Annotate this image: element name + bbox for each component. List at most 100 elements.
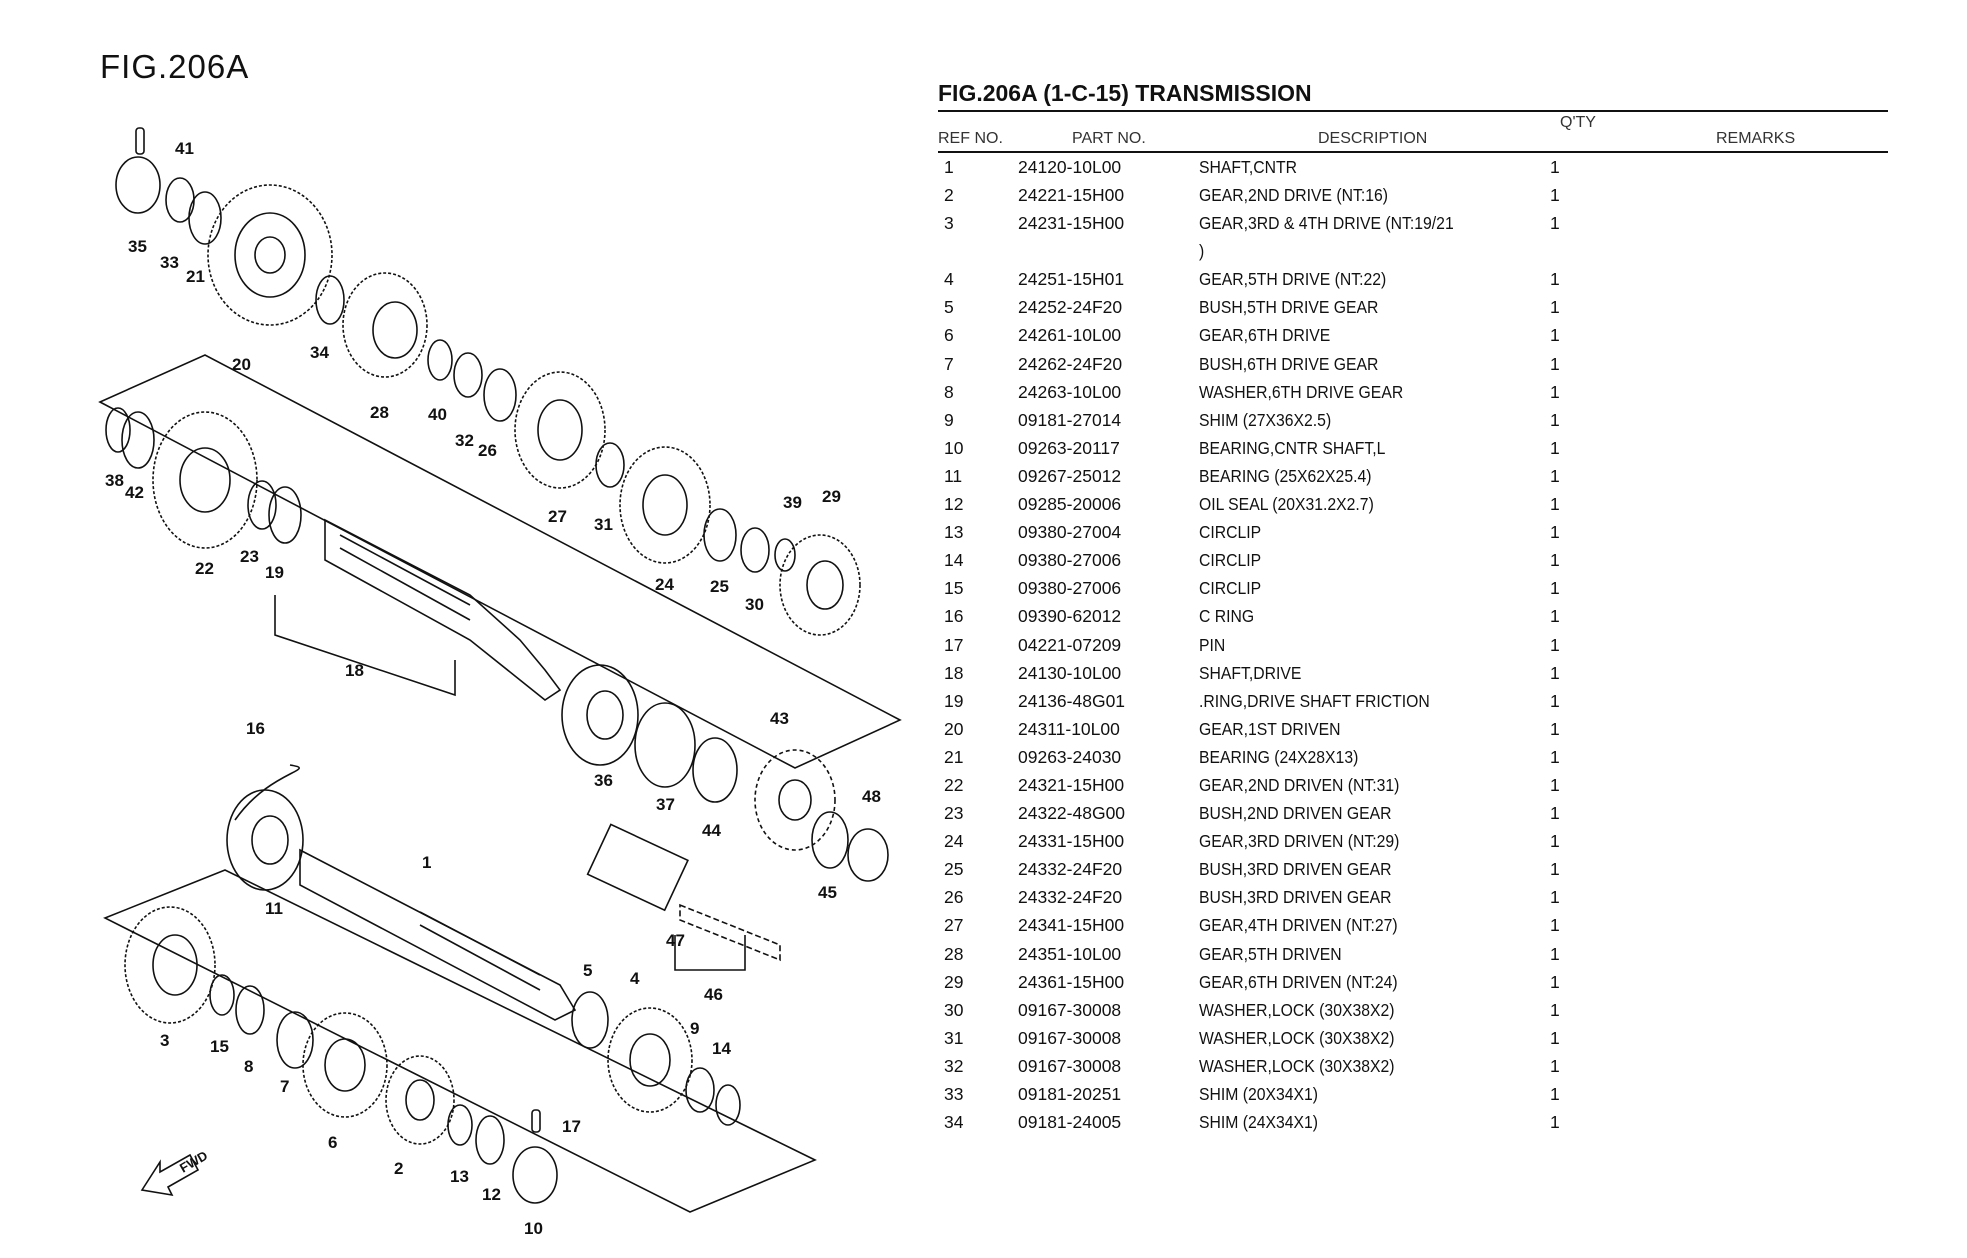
qty-cell: 1 bbox=[1550, 550, 1560, 571]
part-number-cell: 04221-07209 bbox=[1018, 634, 1122, 655]
description-cell: BUSH,3RD DRIVEN GEAR bbox=[1199, 859, 1392, 880]
circlip-part bbox=[105, 407, 131, 453]
drive-shaft-part bbox=[324, 518, 562, 701]
callout: 7 bbox=[280, 1077, 289, 1096]
callout: 35 bbox=[128, 237, 147, 256]
washer-part bbox=[740, 527, 770, 573]
callout: 31 bbox=[594, 515, 613, 534]
circlip-part bbox=[774, 538, 796, 572]
ref-cell: 8 bbox=[944, 381, 954, 402]
description-cell: GEAR,2ND DRIVE (NT:16) bbox=[1199, 185, 1389, 206]
callout: 5 bbox=[583, 961, 592, 980]
callout: 2 bbox=[394, 1159, 403, 1178]
description-cell: GEAR,1ST DRIVEN bbox=[1199, 718, 1341, 739]
description-cell: BEARING (24X28X13) bbox=[1199, 746, 1359, 767]
callout: 8 bbox=[244, 1057, 253, 1076]
qty-cell: 1 bbox=[1550, 381, 1560, 402]
ref-cell: 6 bbox=[944, 325, 954, 346]
qty-cell: 1 bbox=[1550, 606, 1560, 627]
bush-part bbox=[703, 508, 737, 562]
callout: 28 bbox=[370, 403, 389, 422]
part-number-cell: 24321-15H00 bbox=[1018, 774, 1125, 795]
header-ref: REF NO. bbox=[938, 130, 1003, 147]
exploded-parts-diagram: FWD 41 35 33 21 20 34 28 40 32 26 38 42 … bbox=[98, 127, 902, 1238]
part-number-cell: 09167-30008 bbox=[1018, 1055, 1122, 1076]
description-cell: SHIM (27X36X2.5) bbox=[1199, 409, 1332, 430]
qty-cell: 1 bbox=[1550, 1027, 1560, 1048]
callout: 40 bbox=[428, 405, 447, 424]
part-number-cell: 24351-10L00 bbox=[1018, 943, 1122, 964]
part-number-cell: 24331-15H00 bbox=[1018, 831, 1125, 852]
qty-cell: 1 bbox=[1550, 690, 1560, 711]
bearing-part bbox=[512, 1146, 558, 1204]
description-cell: OIL SEAL (20X31.2X2.7) bbox=[1199, 494, 1374, 515]
callout: 11 bbox=[265, 899, 283, 918]
header-part: PART NO. bbox=[1072, 130, 1146, 147]
qty-cell: 1 bbox=[1550, 1112, 1560, 1133]
ref-cell: 33 bbox=[944, 1084, 964, 1104]
description-cell: WASHER,LOCK (30X38X2) bbox=[1199, 999, 1395, 1020]
ref-cell: 21 bbox=[944, 746, 964, 767]
callout: 13 bbox=[450, 1167, 469, 1186]
part-number-cell: 24252-24F20 bbox=[1018, 297, 1123, 318]
description-cell: CIRCLIP bbox=[1199, 522, 1262, 543]
description-cell: BUSH,5TH DRIVE GEAR bbox=[1199, 297, 1379, 318]
qty-cell: 1 bbox=[1550, 915, 1560, 936]
fwd-label: FWD bbox=[177, 1148, 210, 1176]
part-number-cell: 24261-10L00 bbox=[1018, 325, 1122, 346]
callout: 26 bbox=[478, 441, 497, 460]
qty-cell: 1 bbox=[1550, 943, 1560, 964]
circlip-part bbox=[427, 339, 453, 381]
qty-cell: 1 bbox=[1550, 1055, 1560, 1076]
qty-cell: 1 bbox=[1550, 185, 1560, 206]
callout: 10 bbox=[524, 1219, 543, 1238]
part-number-cell: 24341-15H00 bbox=[1018, 915, 1125, 936]
qty-cell: 1 bbox=[1550, 634, 1560, 655]
friction-ring-part bbox=[268, 486, 302, 544]
ref-cell: 7 bbox=[944, 353, 954, 374]
part-number-cell: 09380-27006 bbox=[1018, 550, 1122, 571]
description-cell: BEARING (25X62X25.4) bbox=[1199, 465, 1372, 486]
gear-part bbox=[607, 1007, 693, 1113]
part-number-cell: 24332-24F20 bbox=[1018, 859, 1123, 880]
ref-cell: 29 bbox=[944, 971, 964, 992]
callout: 47 bbox=[666, 931, 685, 950]
qty-cell: 1 bbox=[1550, 297, 1560, 318]
part-number-cell: 09181-20251 bbox=[1018, 1084, 1122, 1104]
part-number-cell: 09167-30008 bbox=[1018, 999, 1122, 1020]
callout: 38 bbox=[105, 471, 124, 490]
description-cell: BUSH,3RD DRIVEN GEAR bbox=[1199, 887, 1392, 908]
qty-cell: 1 bbox=[1550, 213, 1560, 234]
description-cell: WASHER,LOCK (30X38X2) bbox=[1199, 1055, 1395, 1076]
bush-part bbox=[247, 480, 277, 530]
ref-cell: 19 bbox=[944, 690, 964, 711]
bearing-part bbox=[188, 191, 222, 245]
ref-cell: 32 bbox=[944, 1055, 964, 1076]
ref-cell: 22 bbox=[944, 774, 964, 795]
part-number-cell: 09263-24030 bbox=[1018, 746, 1122, 767]
callout: 25 bbox=[710, 577, 729, 596]
ref-cell: 11 bbox=[944, 465, 963, 486]
description-cell: GEAR,2ND DRIVEN (NT:31) bbox=[1199, 774, 1400, 795]
qty-cell: 1 bbox=[1550, 494, 1560, 515]
description-cell: GEAR,6TH DRIVE bbox=[1199, 325, 1331, 346]
part-number-cell: 09181-27014 bbox=[1018, 409, 1122, 430]
description-cell: BEARING,CNTR SHAFT,L bbox=[1199, 437, 1386, 458]
ref-cell: 27 bbox=[944, 915, 964, 936]
qty-cell: 1 bbox=[1550, 325, 1560, 346]
